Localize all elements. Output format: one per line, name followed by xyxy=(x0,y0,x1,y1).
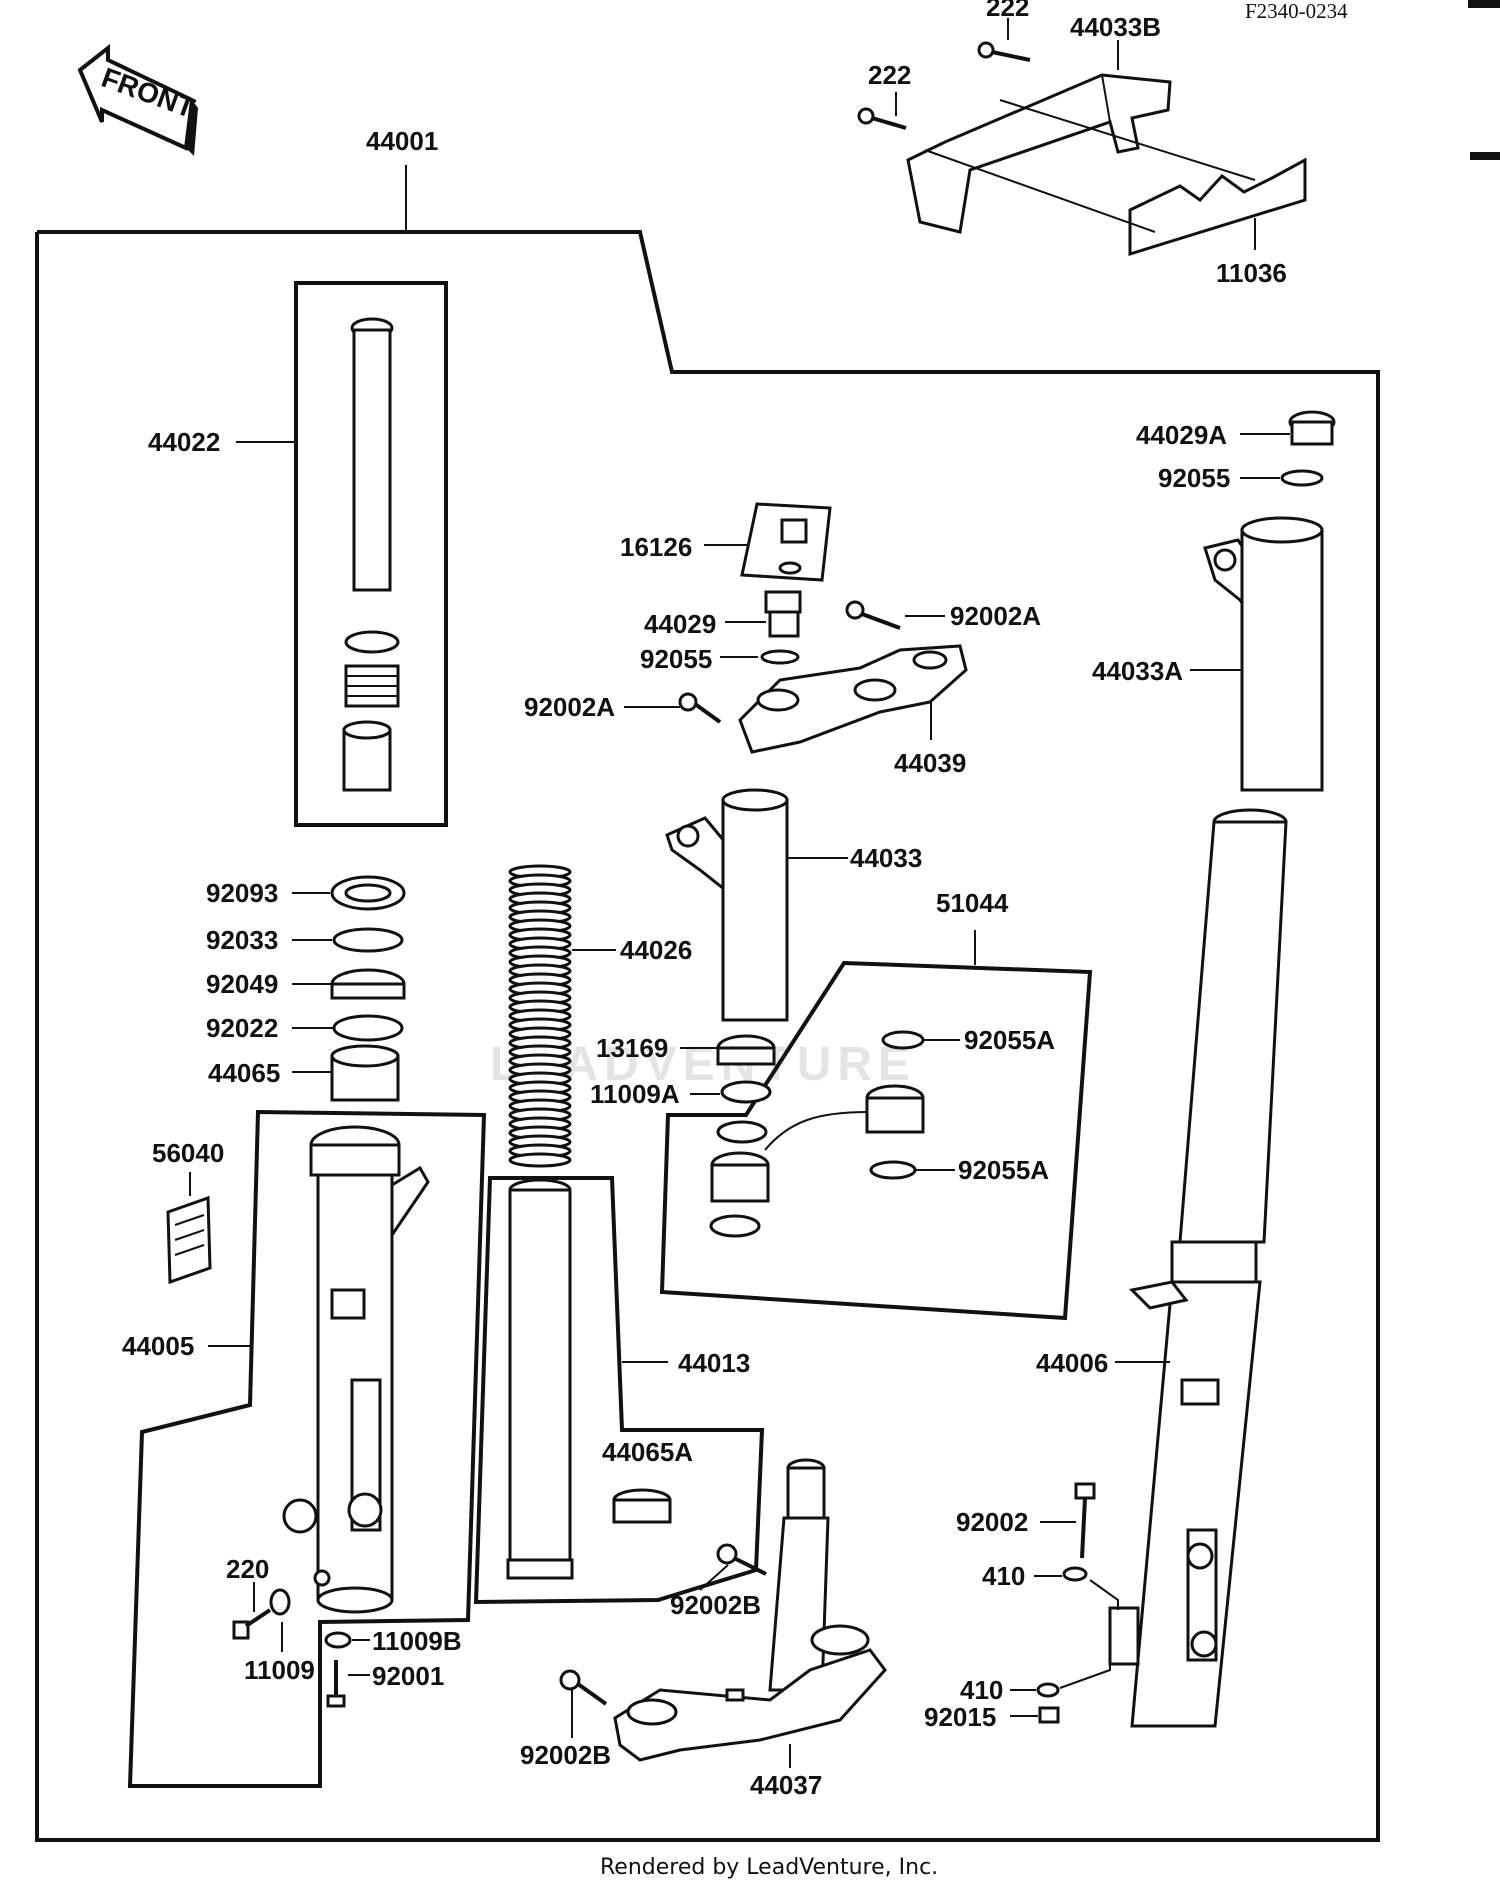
assembly-outline-44001 xyxy=(35,230,1380,1842)
bolt-92002 xyxy=(1074,1482,1096,1559)
part-label-92055A: 92055A xyxy=(958,1155,1049,1185)
inner-tube-44013 xyxy=(506,1178,574,1580)
part-label-92022: 92022 xyxy=(206,1013,278,1043)
washer-410 xyxy=(1062,1566,1088,1582)
oring-92055 xyxy=(760,649,800,665)
part-label-11009: 11009 xyxy=(244,1655,315,1685)
part-label-11009A: 11009A xyxy=(590,1079,680,1109)
steering-stem-44037 xyxy=(613,1458,887,1762)
upper-bracket-44039 xyxy=(738,644,968,754)
part-label-220: 220 xyxy=(226,1554,269,1584)
washer-11009 xyxy=(269,1588,291,1616)
ring-92022 xyxy=(332,1014,404,1042)
cap-bolt-44029A xyxy=(1288,410,1336,446)
edge-mark xyxy=(1468,0,1500,8)
oring-92055-right xyxy=(1280,469,1324,487)
washer-410 xyxy=(1036,1682,1060,1698)
part-label-92055A: 92055A xyxy=(964,1025,1055,1055)
label-card-56040 xyxy=(166,1195,212,1285)
part-label-92002A: 92002A xyxy=(524,692,615,722)
part-label-92002A: 92002A xyxy=(950,601,1041,631)
bolt-222 xyxy=(857,107,907,130)
part-label-56040: 56040 xyxy=(152,1138,224,1168)
bolt-222 xyxy=(977,41,1031,62)
part-label-92002B: 92002B xyxy=(670,1590,761,1620)
part-label-44022: 44022 xyxy=(148,427,220,457)
plate-11036 xyxy=(1128,157,1307,257)
ring-92033 xyxy=(332,927,404,953)
part-label-44026: 44026 xyxy=(620,935,692,965)
spring-coil xyxy=(508,1152,572,1168)
part-label-44033A: 44033A xyxy=(1092,656,1183,686)
part-label-13169: 13169 xyxy=(596,1033,668,1063)
bolt-92002B xyxy=(559,1669,608,1706)
part-label-410: 410 xyxy=(982,1561,1025,1591)
part-label-410: 410 xyxy=(960,1675,1003,1705)
damper-rod-44022 xyxy=(342,317,400,792)
part-label-11009B: 11009B xyxy=(372,1626,462,1656)
kit-box-51044 xyxy=(659,960,1093,1321)
part-label-44006: 44006 xyxy=(1036,1348,1108,1378)
part-label-44029A: 44029A xyxy=(1136,420,1227,450)
bolt-92002B xyxy=(716,1543,767,1576)
part-label-44065A: 44065A xyxy=(602,1437,693,1467)
part-label-44005: 44005 xyxy=(122,1331,194,1361)
bolt-220 xyxy=(232,1608,272,1640)
headlight-bracket-44033B xyxy=(906,73,1172,234)
washer-11009B xyxy=(324,1631,352,1649)
bolt-92002A xyxy=(678,692,722,724)
part-label-16126: 16126 xyxy=(620,532,692,562)
cap-bolt-44029 xyxy=(764,590,802,638)
nut-92015 xyxy=(1038,1706,1060,1724)
part-label-92033: 92033 xyxy=(206,925,278,955)
front-arrow-icon: FRONT xyxy=(77,43,199,156)
part-label-92055: 92055 xyxy=(640,644,712,674)
part-label-44033B: 44033B xyxy=(1070,12,1161,42)
part-label-44039: 44039 xyxy=(894,748,966,778)
bolt-92002A xyxy=(845,600,901,630)
part-label-92002: 92002 xyxy=(956,1507,1028,1537)
bushing-44065A xyxy=(612,1488,672,1524)
part-label-222: 222 xyxy=(868,60,911,90)
box-44022 xyxy=(294,281,448,827)
part-label-222: 222 xyxy=(986,0,1029,22)
oil-seal-92093 xyxy=(330,875,406,911)
spring-44026 xyxy=(508,864,572,1168)
part-label-92002B: 92002B xyxy=(520,1740,611,1770)
part-label-51044: 51044 xyxy=(936,888,1009,918)
bushing-44065 xyxy=(330,1044,400,1102)
holder-44033 xyxy=(665,788,789,1022)
part-label-44065: 44065 xyxy=(208,1058,280,1088)
part-label-92093: 92093 xyxy=(206,878,278,908)
box-44005 xyxy=(127,1109,487,1788)
bushing-11009A xyxy=(720,1080,772,1104)
box-44013 xyxy=(473,1176,765,1605)
part-label-92001: 92001 xyxy=(372,1661,444,1691)
outer-tube-44006 xyxy=(1108,808,1288,1728)
footer-credit: Rendered by LeadVenture, Inc. xyxy=(600,1855,938,1880)
seal-kit-parts xyxy=(709,1030,925,1238)
part-label-44033: 44033 xyxy=(850,843,922,873)
part-label-44037: 44037 xyxy=(750,1770,822,1800)
diagram-code: F2340-0234 xyxy=(1245,0,1348,23)
edge-mark xyxy=(1470,152,1500,160)
washer-92049 xyxy=(330,968,406,1000)
part-label-44013: 44013 xyxy=(678,1348,750,1378)
bolt-92001 xyxy=(326,1660,346,1708)
part-label-44029: 44029 xyxy=(644,609,716,639)
holder-44033A xyxy=(1203,516,1324,792)
part-label-92015: 92015 xyxy=(924,1702,996,1732)
part-label-92049: 92049 xyxy=(206,969,278,999)
outer-tube-44005 xyxy=(282,1125,430,1614)
part-label-11036: 11036 xyxy=(1216,258,1287,288)
part-label-44001: 44001 xyxy=(366,126,438,156)
part-label-92055: 92055 xyxy=(1158,463,1230,493)
